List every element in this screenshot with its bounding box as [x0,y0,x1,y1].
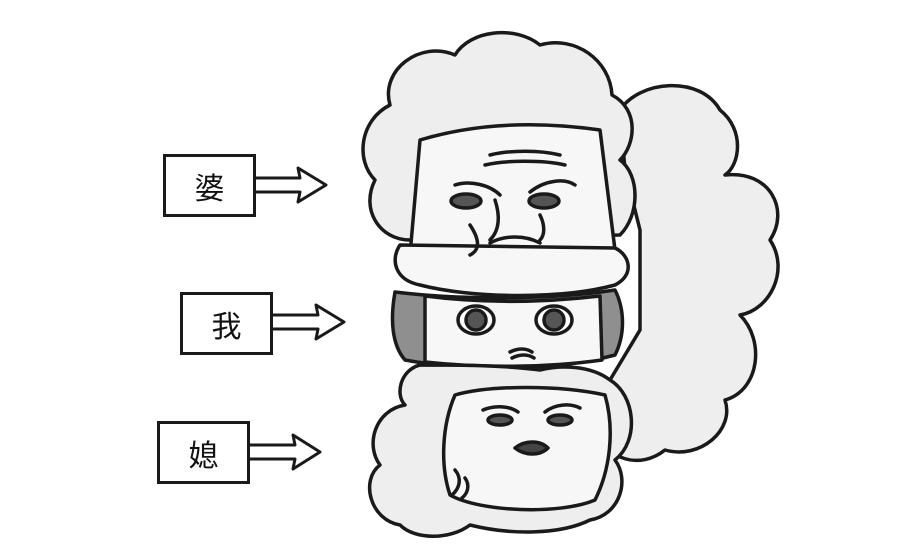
label-mother-in-law-text: 婆 [194,171,225,207]
me-mouth [508,347,536,360]
label-me-text: 我 [211,309,242,345]
label-me: 我 [180,292,273,355]
arrow-mother-in-law [252,166,328,204]
mother-in-law-hair-back [598,83,780,462]
daughter-in-law-right-eye [546,413,574,427]
arrow-daughter-in-law [246,433,322,471]
daughter-in-law-mouth [513,440,550,456]
mother-in-law-features [453,149,577,257]
label-daughter-in-law: 媳 [157,421,250,484]
arrow-me [269,303,346,341]
mother-in-law-chin [393,243,630,298]
label-daughter-in-law-text: 媳 [188,438,219,474]
daughter-in-law-features [450,403,582,500]
daughter-in-law-left-eye [486,413,514,427]
label-mother-in-law: 婆 [163,154,256,217]
mother-in-law-right-eye [527,192,561,210]
mother-in-law-left-eye [449,192,483,210]
